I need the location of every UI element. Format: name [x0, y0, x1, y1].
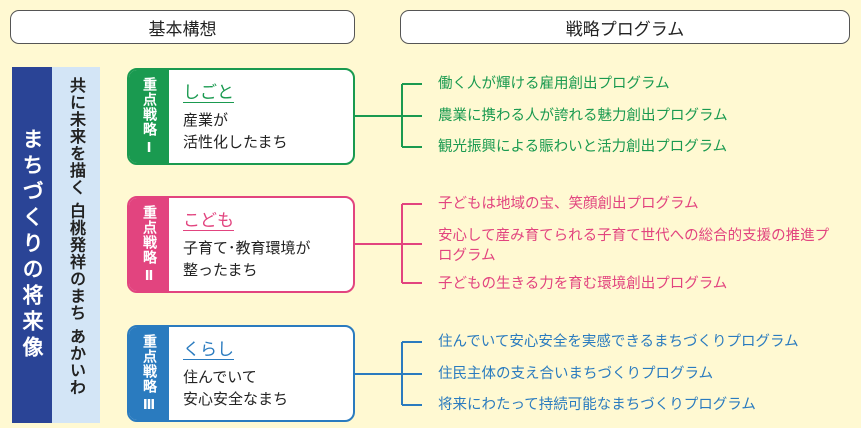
pillar-card-kurashi: 重点戦略 Ⅲ くらし 住んでいて 安心安全なまち [127, 325, 355, 422]
header-strategy-programs: 戦略プログラム [400, 10, 850, 44]
program-item: 観光振興による賑わいと活力創出プログラム [438, 139, 728, 155]
band-label: 重点戦略 [141, 333, 157, 394]
band-label: 重点戦略 [141, 76, 157, 137]
pillar-title: こども [183, 211, 234, 231]
priority-strategy-band: 重点戦略 Ⅰ [129, 70, 169, 163]
band-number: Ⅰ [141, 140, 157, 157]
pillar-title: くらし [183, 340, 234, 360]
pillar-desc-line1: 住んでいて [183, 368, 257, 386]
program-item: 住民主体の支え合いまちづくりプログラム [438, 366, 714, 382]
pillar-title: しごと [183, 83, 234, 103]
pillar-desc-line2: 整ったまち [183, 261, 258, 279]
header-basic-plan: 基本構想 [10, 10, 355, 44]
priority-strategy-band: 重点戦略 Ⅲ [129, 327, 169, 420]
priority-strategy-band: 重点戦略 Ⅱ [129, 198, 169, 291]
band-number: Ⅲ [141, 397, 157, 414]
slogan-label: 共に未来を描く 白桃発祥のまち あかいわ [52, 67, 100, 423]
pillar-desc-line2: 活性化したまち [183, 133, 288, 151]
pillar-desc-line1: 産業が [183, 111, 229, 129]
connector-shigoto [355, 83, 422, 148]
band-label: 重点戦略 [141, 204, 157, 265]
program-item: 子どもは地域の宝、笑顔創出プログラム [438, 196, 699, 212]
band-number: Ⅱ [141, 268, 157, 285]
connector-kodomo [355, 203, 422, 284]
connector-kurashi [355, 341, 422, 406]
program-item: 農業に携わる人が誇れる魅力創出プログラム [438, 108, 728, 124]
future-vision-label: まちづくりの将来像 [12, 67, 52, 423]
program-item: 住んでいて安心安全を実感できるまちづくりプログラム [438, 334, 799, 350]
pillar-desc-line1: 子育て･教育環境が [183, 239, 311, 257]
program-item: 働く人が輝ける雇用創出プログラム [438, 76, 670, 92]
pillar-card-shigoto: 重点戦略 Ⅰ しごと 産業が 活性化したまち [127, 68, 355, 165]
program-item: 将来にわたって持続可能なまちづくりプログラム [438, 397, 756, 413]
program-item: 子どもの生きる力を育む環境創出プログラム [438, 276, 728, 292]
pillar-desc-line2: 安心安全なまち [183, 390, 289, 408]
pillar-card-kodomo: 重点戦略 Ⅱ こども 子育て･教育環境が 整ったまち [127, 196, 355, 293]
program-item: 安心して産み育てられる子育て世代への総合的支援の推進プログラム [438, 228, 830, 264]
